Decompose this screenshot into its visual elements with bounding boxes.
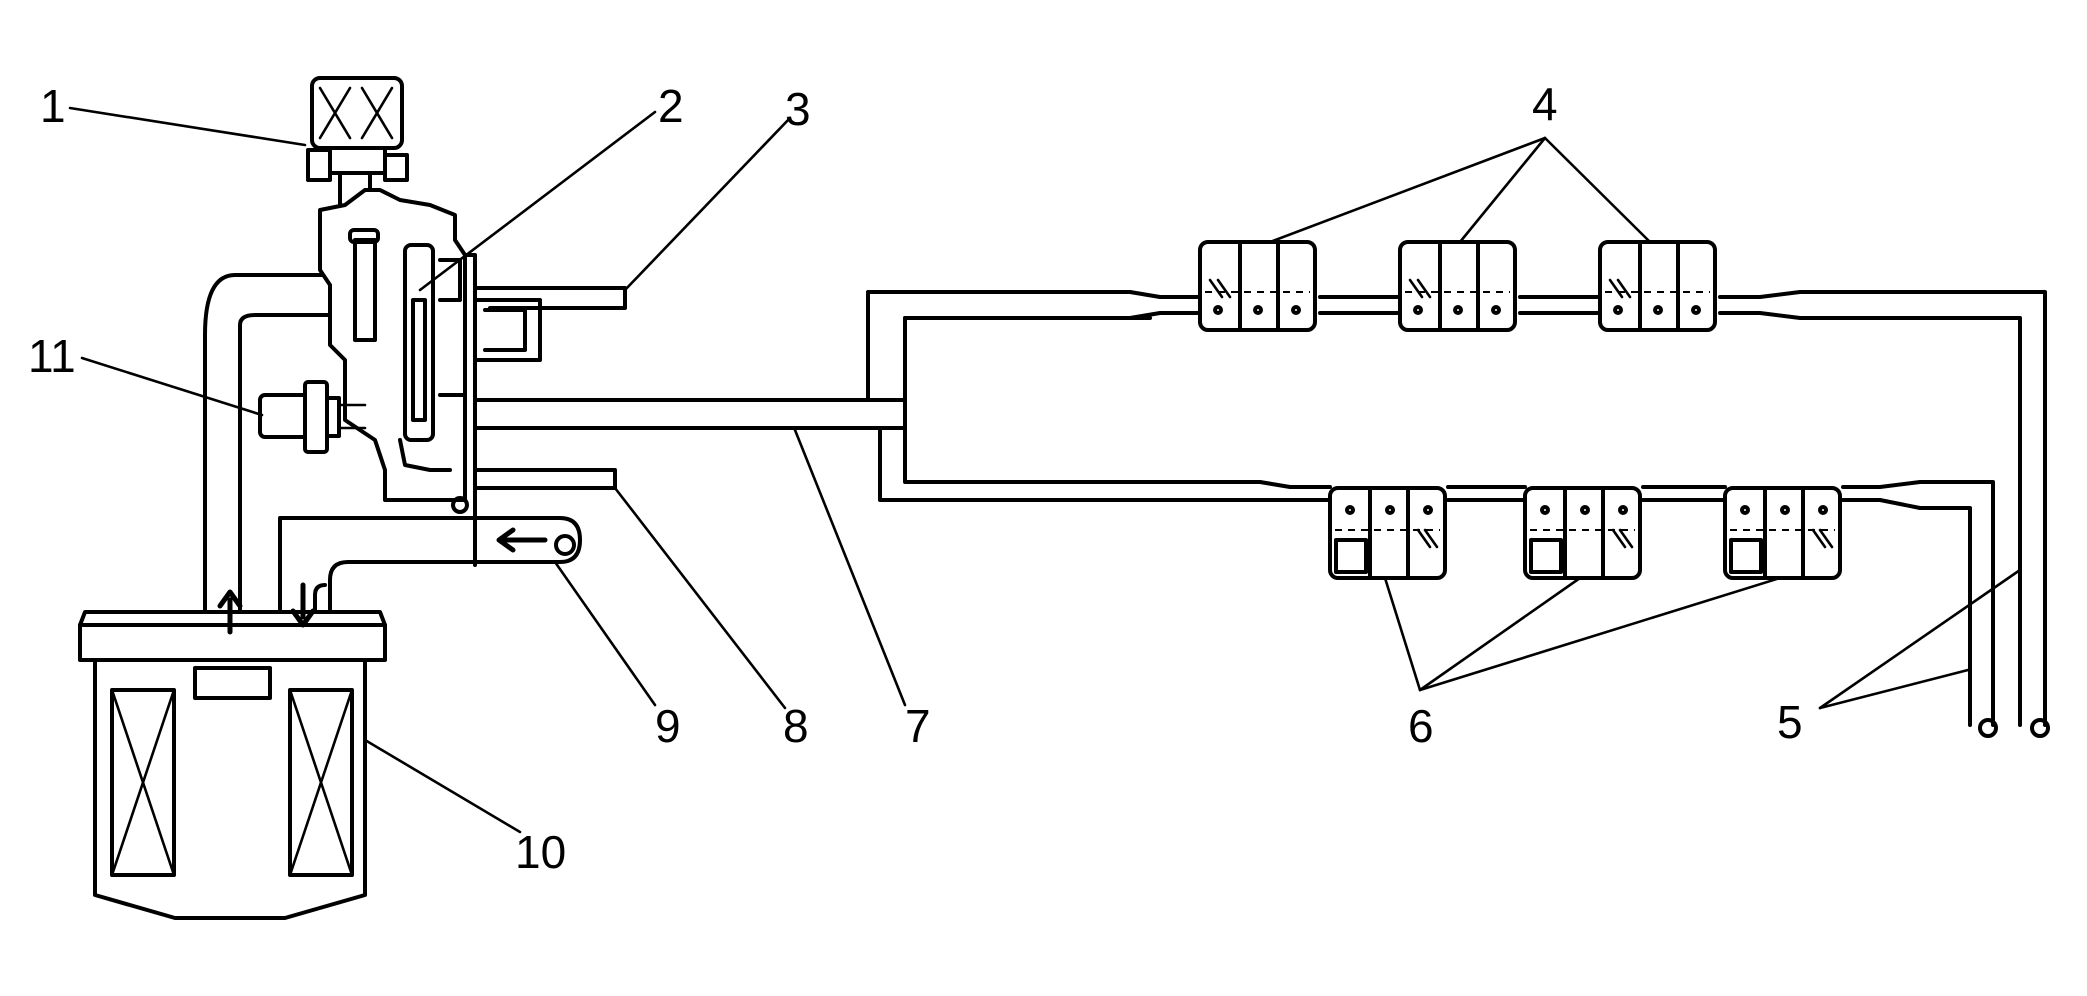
lower-oil-rail [1258, 480, 1998, 738]
actuator-block-upper-3 [1598, 240, 1717, 332]
upper-oil-rail [1128, 290, 2050, 738]
callout-7: 7 [905, 700, 931, 752]
actuator-block-lower-3 [1723, 486, 1842, 580]
callout-11: 11 [28, 330, 76, 382]
callout-5: 5 [1777, 696, 1803, 748]
leader-lines [68, 106, 2022, 834]
callout-9: 9 [655, 700, 681, 752]
callout-10: 10 [515, 826, 566, 878]
callout-labels: 1 2 3 4 5 6 7 8 9 10 11 [28, 78, 1803, 878]
callout-8: 8 [783, 700, 809, 752]
actuator-block-lower-1 [1328, 486, 1447, 580]
oil-filter [78, 610, 387, 920]
callout-4: 4 [1532, 78, 1558, 130]
arrow-left-icon [496, 527, 548, 553]
actuator-block-upper-2 [1398, 240, 1517, 332]
outlet-pipes [473, 286, 1322, 502]
arrow-down-icon [290, 582, 316, 628]
callout-1: 1 [40, 80, 66, 132]
arrow-up-icon [217, 589, 243, 635]
callout-2: 2 [658, 80, 684, 132]
valve-body [306, 76, 542, 567]
actuator-block-upper-1 [1198, 240, 1317, 332]
callout-3: 3 [785, 83, 811, 135]
pressure-sensor [258, 380, 367, 454]
filter-passages [203, 273, 582, 635]
callout-6: 6 [1408, 700, 1434, 752]
lower-actuator-blocks [1328, 486, 1842, 580]
upper-actuator-blocks [1198, 240, 1717, 332]
actuator-block-lower-2 [1523, 486, 1642, 580]
